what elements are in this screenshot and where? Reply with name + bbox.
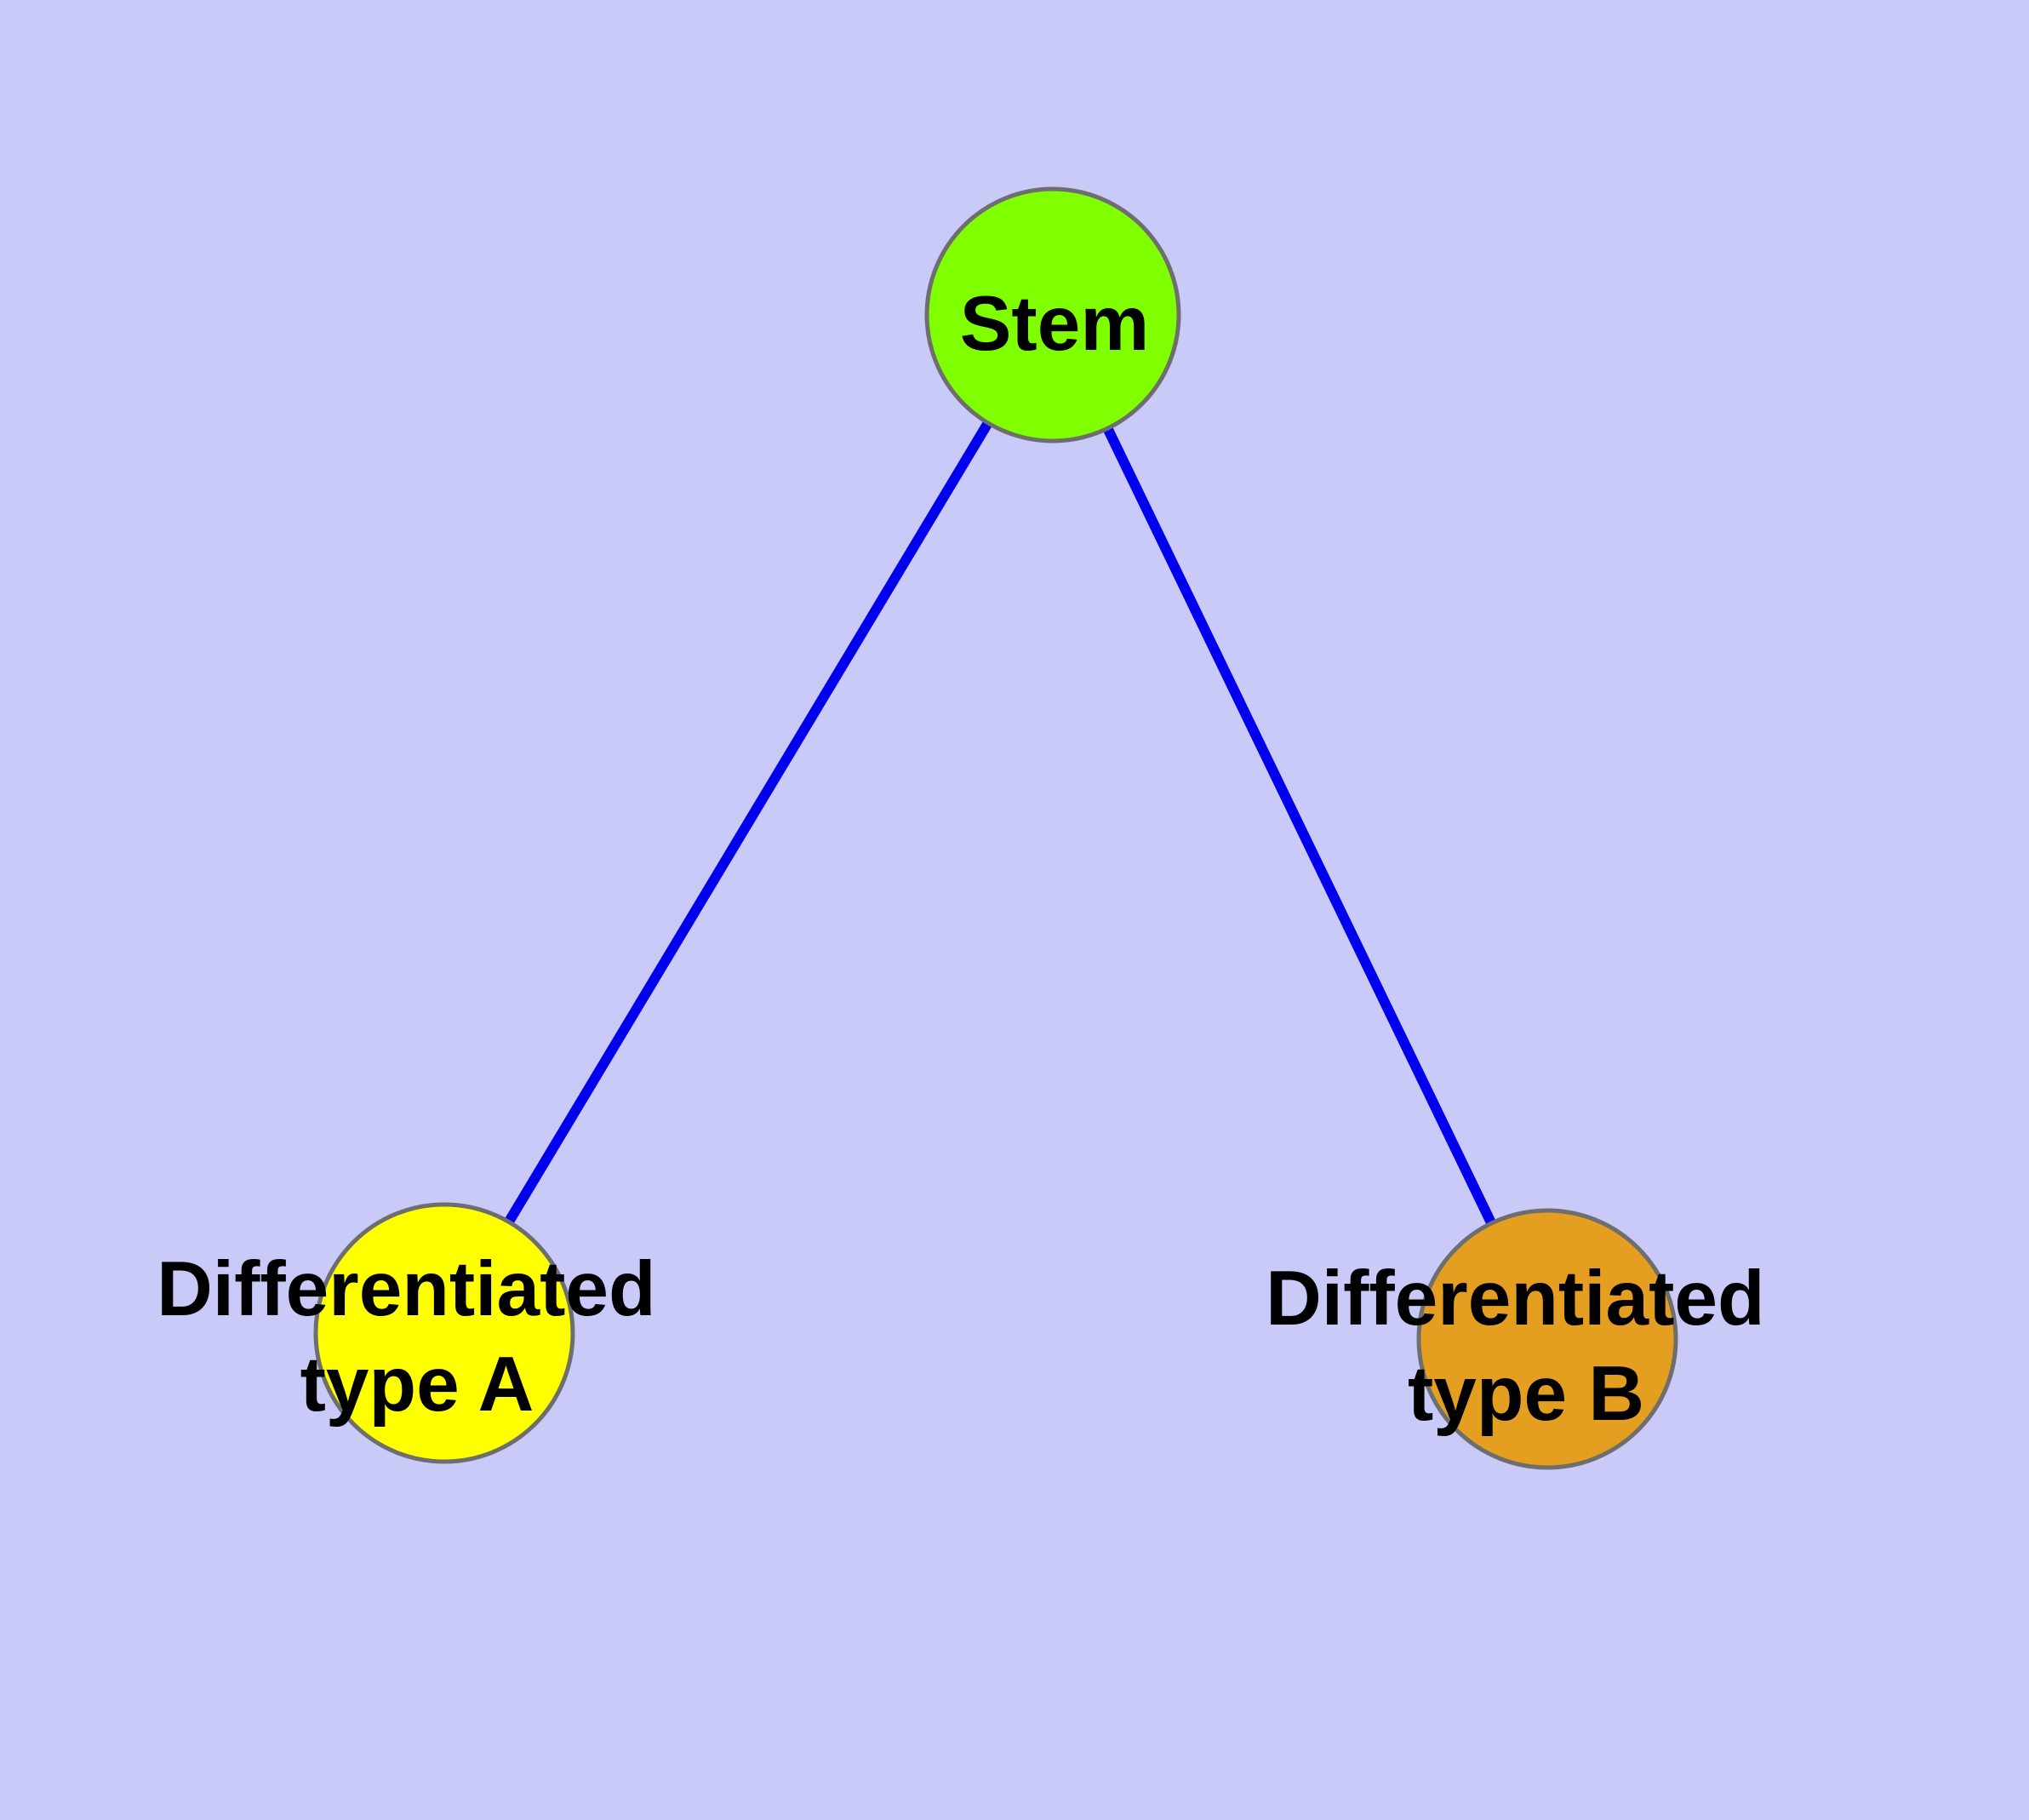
node-type-a-label-line2: type A	[300, 1342, 534, 1428]
node-type-b-label-line1: Differentiated	[1266, 1256, 1765, 1342]
node-type-a-label: Differentiated type A	[157, 1246, 677, 1428]
edge-stem-to-type-b	[1048, 312, 1552, 1342]
edge-stem-to-type-a	[437, 312, 1058, 1336]
node-stem-label: Stem	[960, 281, 1150, 367]
node-type-b-circle	[1416, 1208, 1678, 1470]
node-type-b-label-line2: type B	[1408, 1351, 1644, 1437]
node-type-a-label-line1: Differentiated	[157, 1246, 656, 1332]
node-type-a-circle	[313, 1202, 575, 1464]
node-type-b-label: Differentiated type B	[1266, 1256, 1786, 1437]
node-stem-circle	[924, 186, 1181, 444]
